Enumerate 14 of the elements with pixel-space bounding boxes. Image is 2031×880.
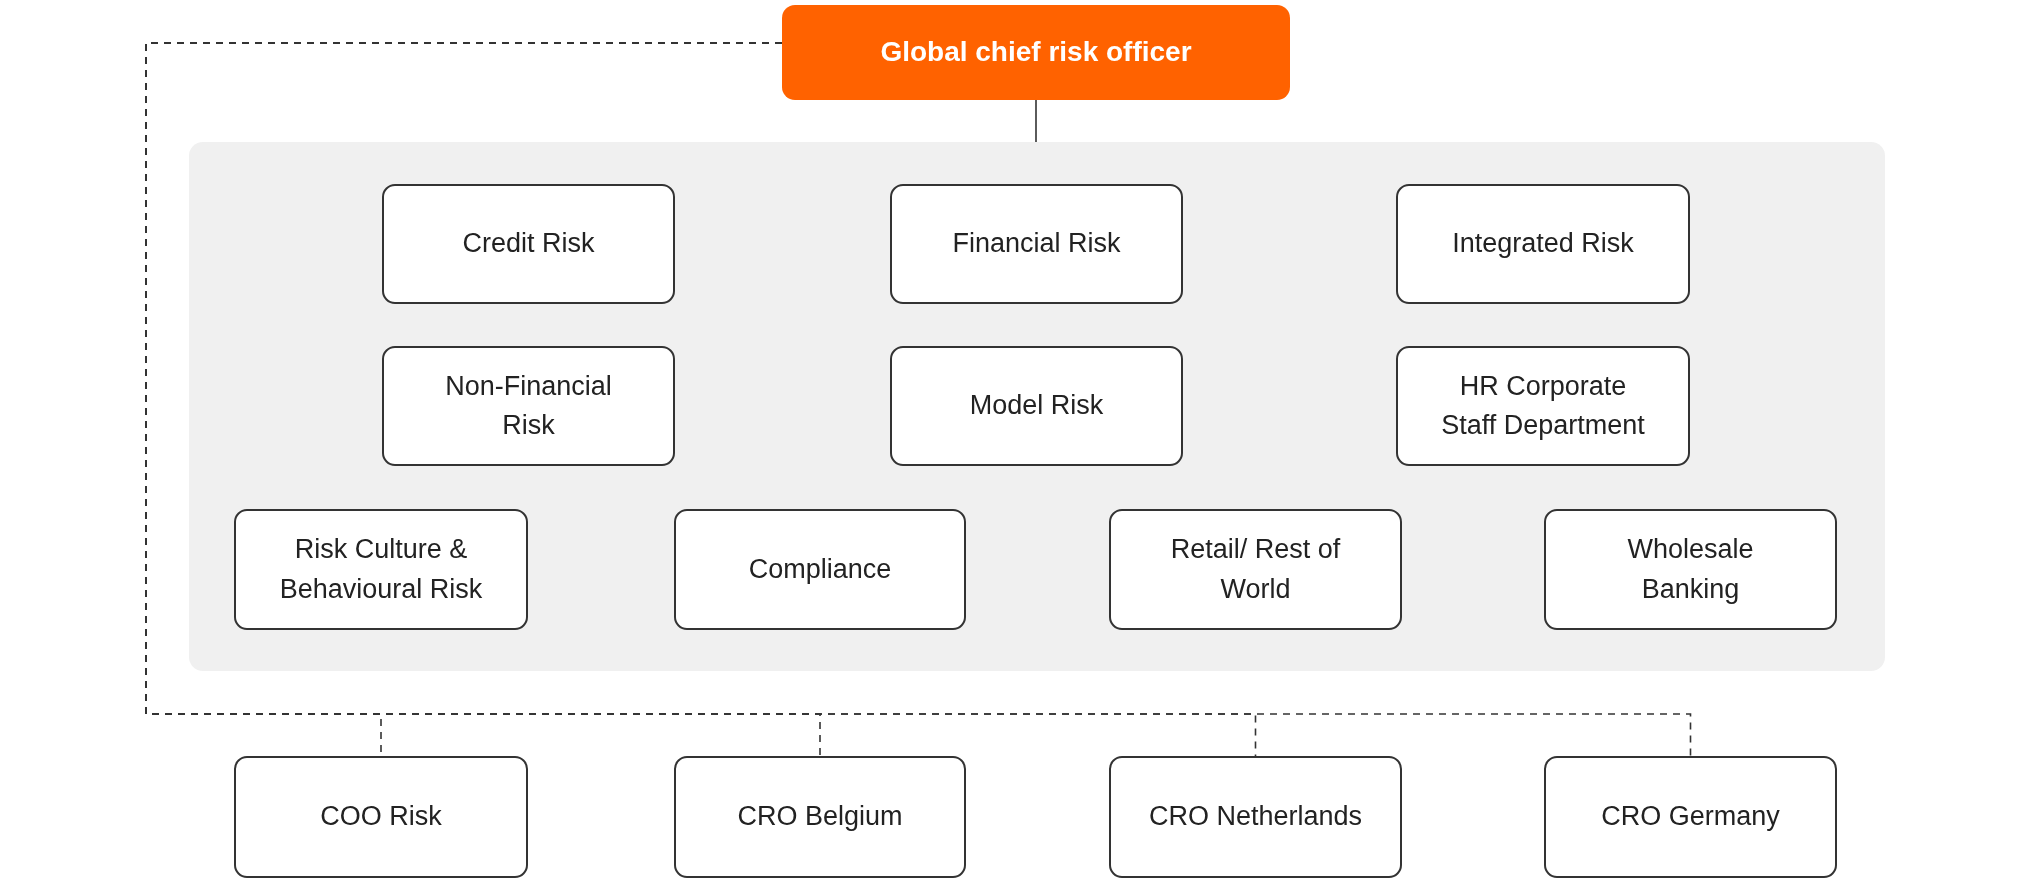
unit-box: [1396, 184, 1690, 304]
unit-name: COO Risk: [320, 800, 442, 834]
unit-name: HR Corporate Staff Department: [1440, 369, 1646, 442]
unit-name: CRO Belgium: [737, 800, 903, 834]
unit-box: [674, 756, 966, 878]
unit-box: [1544, 509, 1837, 630]
unit-box: [1109, 756, 1402, 878]
unit-box: [1544, 756, 1837, 878]
unit-box: [1396, 346, 1690, 466]
unit-name: Wholesale Banking: [1626, 533, 1755, 606]
unit-name: Integrated Risk: [1452, 227, 1634, 261]
unit-name: CRO Netherlands: [1148, 800, 1363, 834]
unit-name: CRO Germany: [1601, 800, 1780, 834]
unit-box: [234, 756, 528, 878]
